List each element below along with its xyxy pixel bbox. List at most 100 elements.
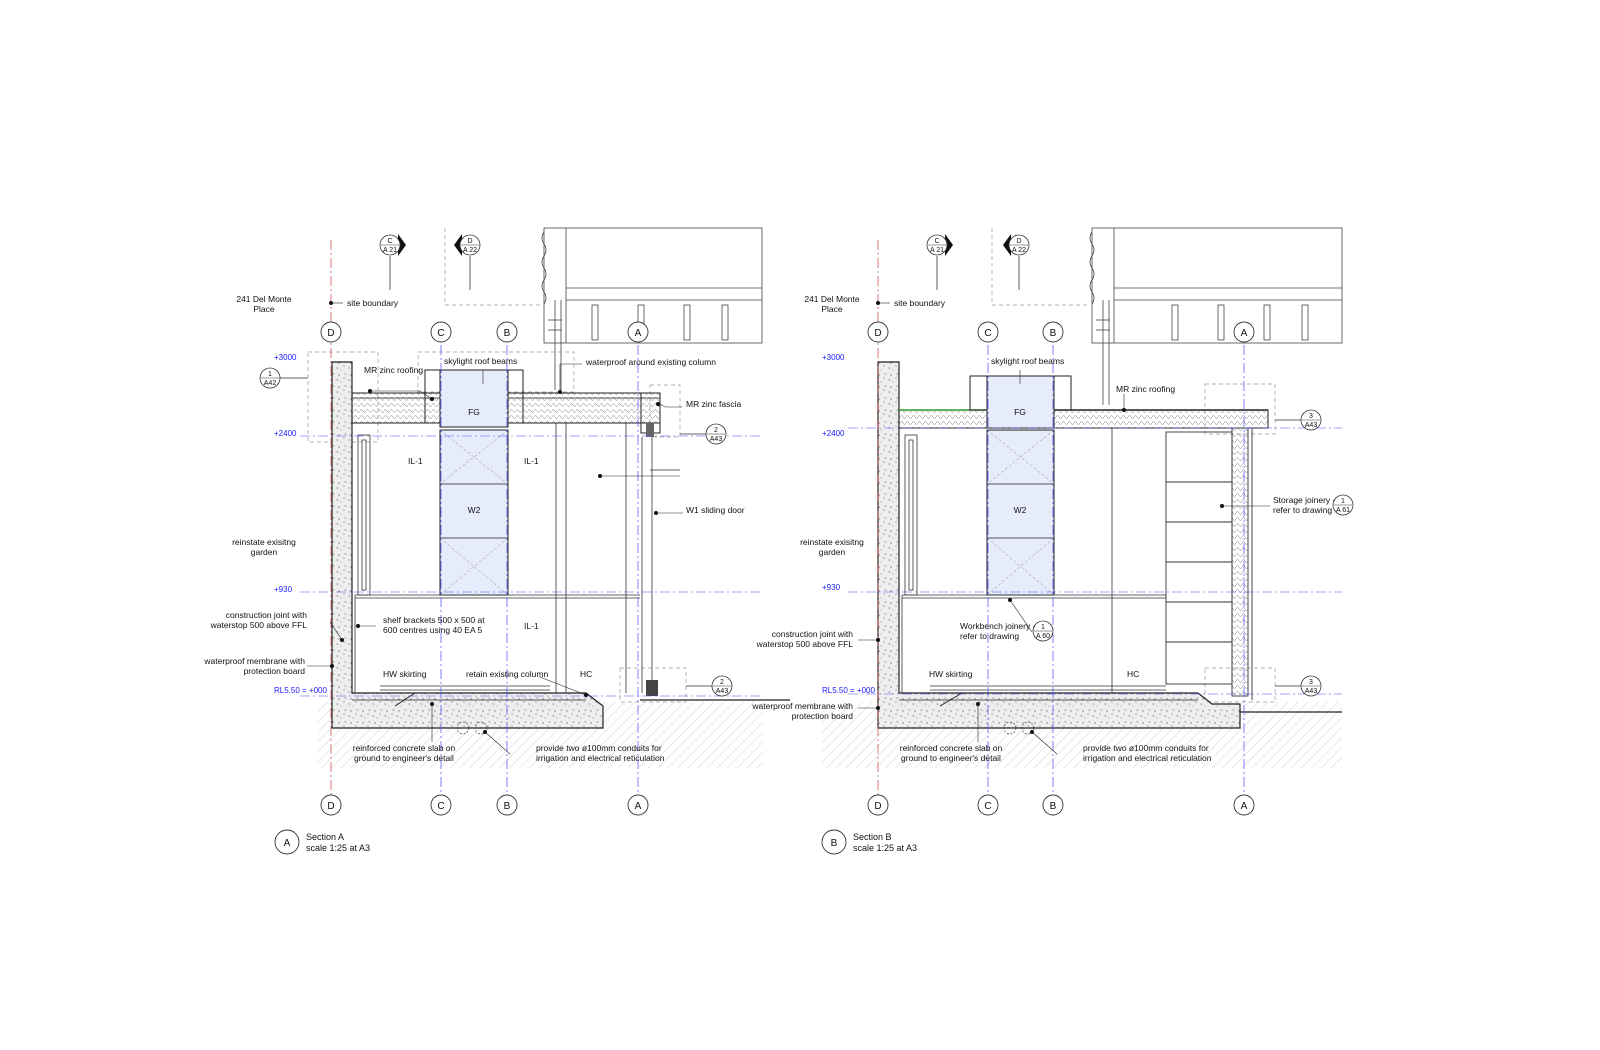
ref-bubble-a61: 1 A 61 [1332, 494, 1354, 516]
section-a: D C B A D C B A C A 21 [203, 227, 790, 855]
ref-number: 2 [720, 679, 724, 686]
ref-sheet: A42 [264, 380, 277, 387]
label-construction-joint-1: construction joint with [772, 629, 854, 639]
level-930: +930 [822, 583, 841, 592]
label-conduits-1: provide two ø100mm conduits for [536, 743, 662, 753]
marker-letter: D [467, 238, 472, 245]
section-marker-d-a: D A 22 [454, 234, 481, 290]
label-garden-1: reinstate exisitng [800, 537, 864, 547]
label-storage-1: Storage joinery - [1273, 495, 1336, 505]
label-construction-joint-2: waterstop 500 above FFL [210, 620, 308, 630]
tag-hc: HC [580, 669, 592, 679]
label-w1-sliding-door: W1 sliding door [686, 505, 745, 515]
address-line-1: 241 Del Monte [804, 294, 860, 304]
ref-number: 3 [1309, 413, 1313, 420]
marker-letter: C [387, 238, 392, 245]
tag-fg: FG [1014, 407, 1026, 417]
grid-bubbles-bottom-a: D C B A [320, 794, 649, 816]
label-mr-zinc-roofing: MR zinc roofing [1116, 384, 1175, 394]
grid-bubble-c [430, 321, 452, 343]
neighbour-building-a [541, 227, 763, 390]
grid-label-bottom-c: C [437, 801, 444, 812]
label-mr-zinc-roofing: MR zinc roofing [364, 365, 423, 375]
concrete-wall-slab-b [877, 361, 1241, 729]
marker-letter: D [1016, 238, 1021, 245]
grid-label-b: B [1050, 328, 1057, 339]
label-workbench-1: Workbench joinery - [960, 621, 1036, 631]
label-membrane-2: protection board [244, 666, 306, 676]
address-line-2: Place [253, 304, 275, 314]
level-rl: RL5.50 = +000 [274, 686, 327, 695]
grid-label-bottom-c: C [984, 801, 991, 812]
label-construction-joint-1: construction joint with [226, 610, 308, 620]
ref-number: 1 [1041, 624, 1045, 631]
ref-sheet: A 61 [1336, 507, 1350, 514]
skylight-fg-b [986, 375, 1055, 429]
ref-bubble-a43-roof-b: 3 A43 [1275, 409, 1322, 431]
level-2400: +2400 [274, 429, 297, 438]
marker-sheet: A 22 [463, 247, 477, 254]
label-site-boundary: site boundary [347, 298, 399, 308]
label-garden-2: garden [819, 547, 846, 557]
ref-sheet: A43 [710, 436, 723, 443]
tag-hc: HC [1127, 669, 1139, 679]
level-930: +930 [274, 585, 293, 594]
datum-lines-b [848, 427, 1342, 695]
grid-label-bottom-a: A [1241, 801, 1248, 812]
skylight-fg-a [439, 369, 509, 428]
label-retain-column: retain existing column [466, 669, 548, 679]
section-scale: scale 1:25 at A3 [306, 843, 370, 853]
title-block-a: A Section A scale 1:25 at A3 [274, 829, 370, 855]
roof-a [351, 369, 661, 437]
label-storage-2: refer to drawing [1273, 505, 1332, 515]
label-waterproof-column: waterproof around existing column [585, 357, 716, 367]
section-scale: scale 1:25 at A3 [853, 843, 917, 853]
label-slab-2: ground to engineer's detail [354, 753, 454, 763]
level-2400: +2400 [822, 429, 845, 438]
grid-label-d: D [874, 328, 881, 339]
section-marker-c-a: C A 21 [379, 234, 406, 290]
grid-bubble-b [496, 321, 518, 343]
marker-sheet: A 21 [383, 247, 397, 254]
label-skylight-roof-beams: skylight roof beams [444, 356, 517, 366]
grid-label-d: D [327, 328, 334, 339]
ref-bubble-a60: 1 A 60 [1032, 620, 1054, 642]
neighbour-building-b [1089, 227, 1343, 405]
tag-il1: IL-1 [524, 621, 539, 631]
grid-bubble-d [320, 321, 342, 343]
section-b: D C B A D C B A C A 21 [751, 227, 1354, 855]
grid-bubbles-top-b: D C B A [867, 321, 1255, 343]
label-slab-2: ground to engineer's detail [901, 753, 1001, 763]
section-mark: A [284, 838, 291, 849]
ref-bubble-a42: 1 A42 [259, 367, 308, 389]
section-title: Section B [853, 832, 892, 842]
tag-il1: IL-1 [408, 456, 423, 466]
label-site-boundary: site boundary [894, 298, 946, 308]
marker-sheet: A 21 [930, 247, 944, 254]
grid-label-c: C [984, 328, 991, 339]
annotations-b: 241 Del Monte Place site boundary skylig… [751, 294, 1335, 763]
label-membrane-1: waterproof membrane with [751, 701, 853, 711]
level-3000: +3000 [822, 353, 845, 362]
label-shelf-brackets-2: 600 centres using 40 EA 5 [383, 625, 483, 635]
marker-letter: C [934, 238, 939, 245]
level-rl: RL5.50 = +000 [822, 686, 875, 695]
datum-lines-a [300, 435, 762, 697]
section-title: Section A [306, 832, 344, 842]
label-hw-skirting: HW skirting [929, 669, 973, 679]
tag-w2: W2 [1014, 505, 1027, 515]
annotations-a: 241 Del Monte Place site boundary MR zin… [203, 294, 744, 763]
ref-bubble-a43-floor: 2 A43 [686, 675, 733, 697]
level-labels-b: +3000 +2400 +930 RL5.50 = +000 [822, 353, 875, 695]
label-membrane-1: waterproof membrane with [203, 656, 305, 666]
label-conduits-2: irrigation and electrical reticulation [536, 753, 665, 763]
grid-label-bottom-d: D [874, 801, 881, 812]
label-slab-1: reinforced concrete slab on [353, 743, 456, 753]
ref-sheet: A43 [716, 688, 729, 695]
label-conduits-1: provide two ø100mm conduits for [1083, 743, 1209, 753]
label-garden-1: reinstate exisitng [232, 537, 296, 547]
grid-bubble-a [627, 321, 649, 343]
level-labels-a: +3000 +2400 +930 RL5.50 = +000 [274, 353, 327, 695]
grid-label-bottom-a: A [635, 801, 642, 812]
